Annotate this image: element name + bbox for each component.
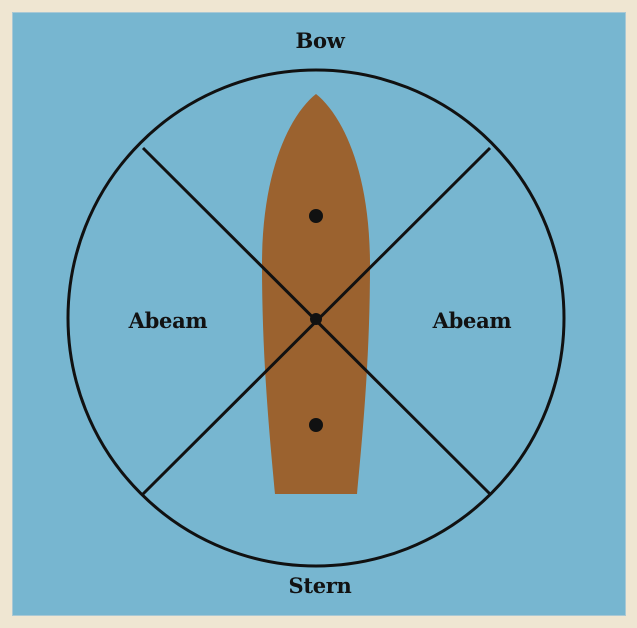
label-abeam-right: Abeam — [432, 308, 512, 333]
forward-dot — [309, 209, 323, 223]
label-stern: Stern — [288, 573, 351, 598]
ship-hull — [262, 94, 370, 494]
center-dot — [310, 313, 322, 325]
label-bow: Bow — [296, 28, 346, 53]
aft-dot — [309, 418, 323, 432]
label-abeam-left: Abeam — [128, 308, 208, 333]
